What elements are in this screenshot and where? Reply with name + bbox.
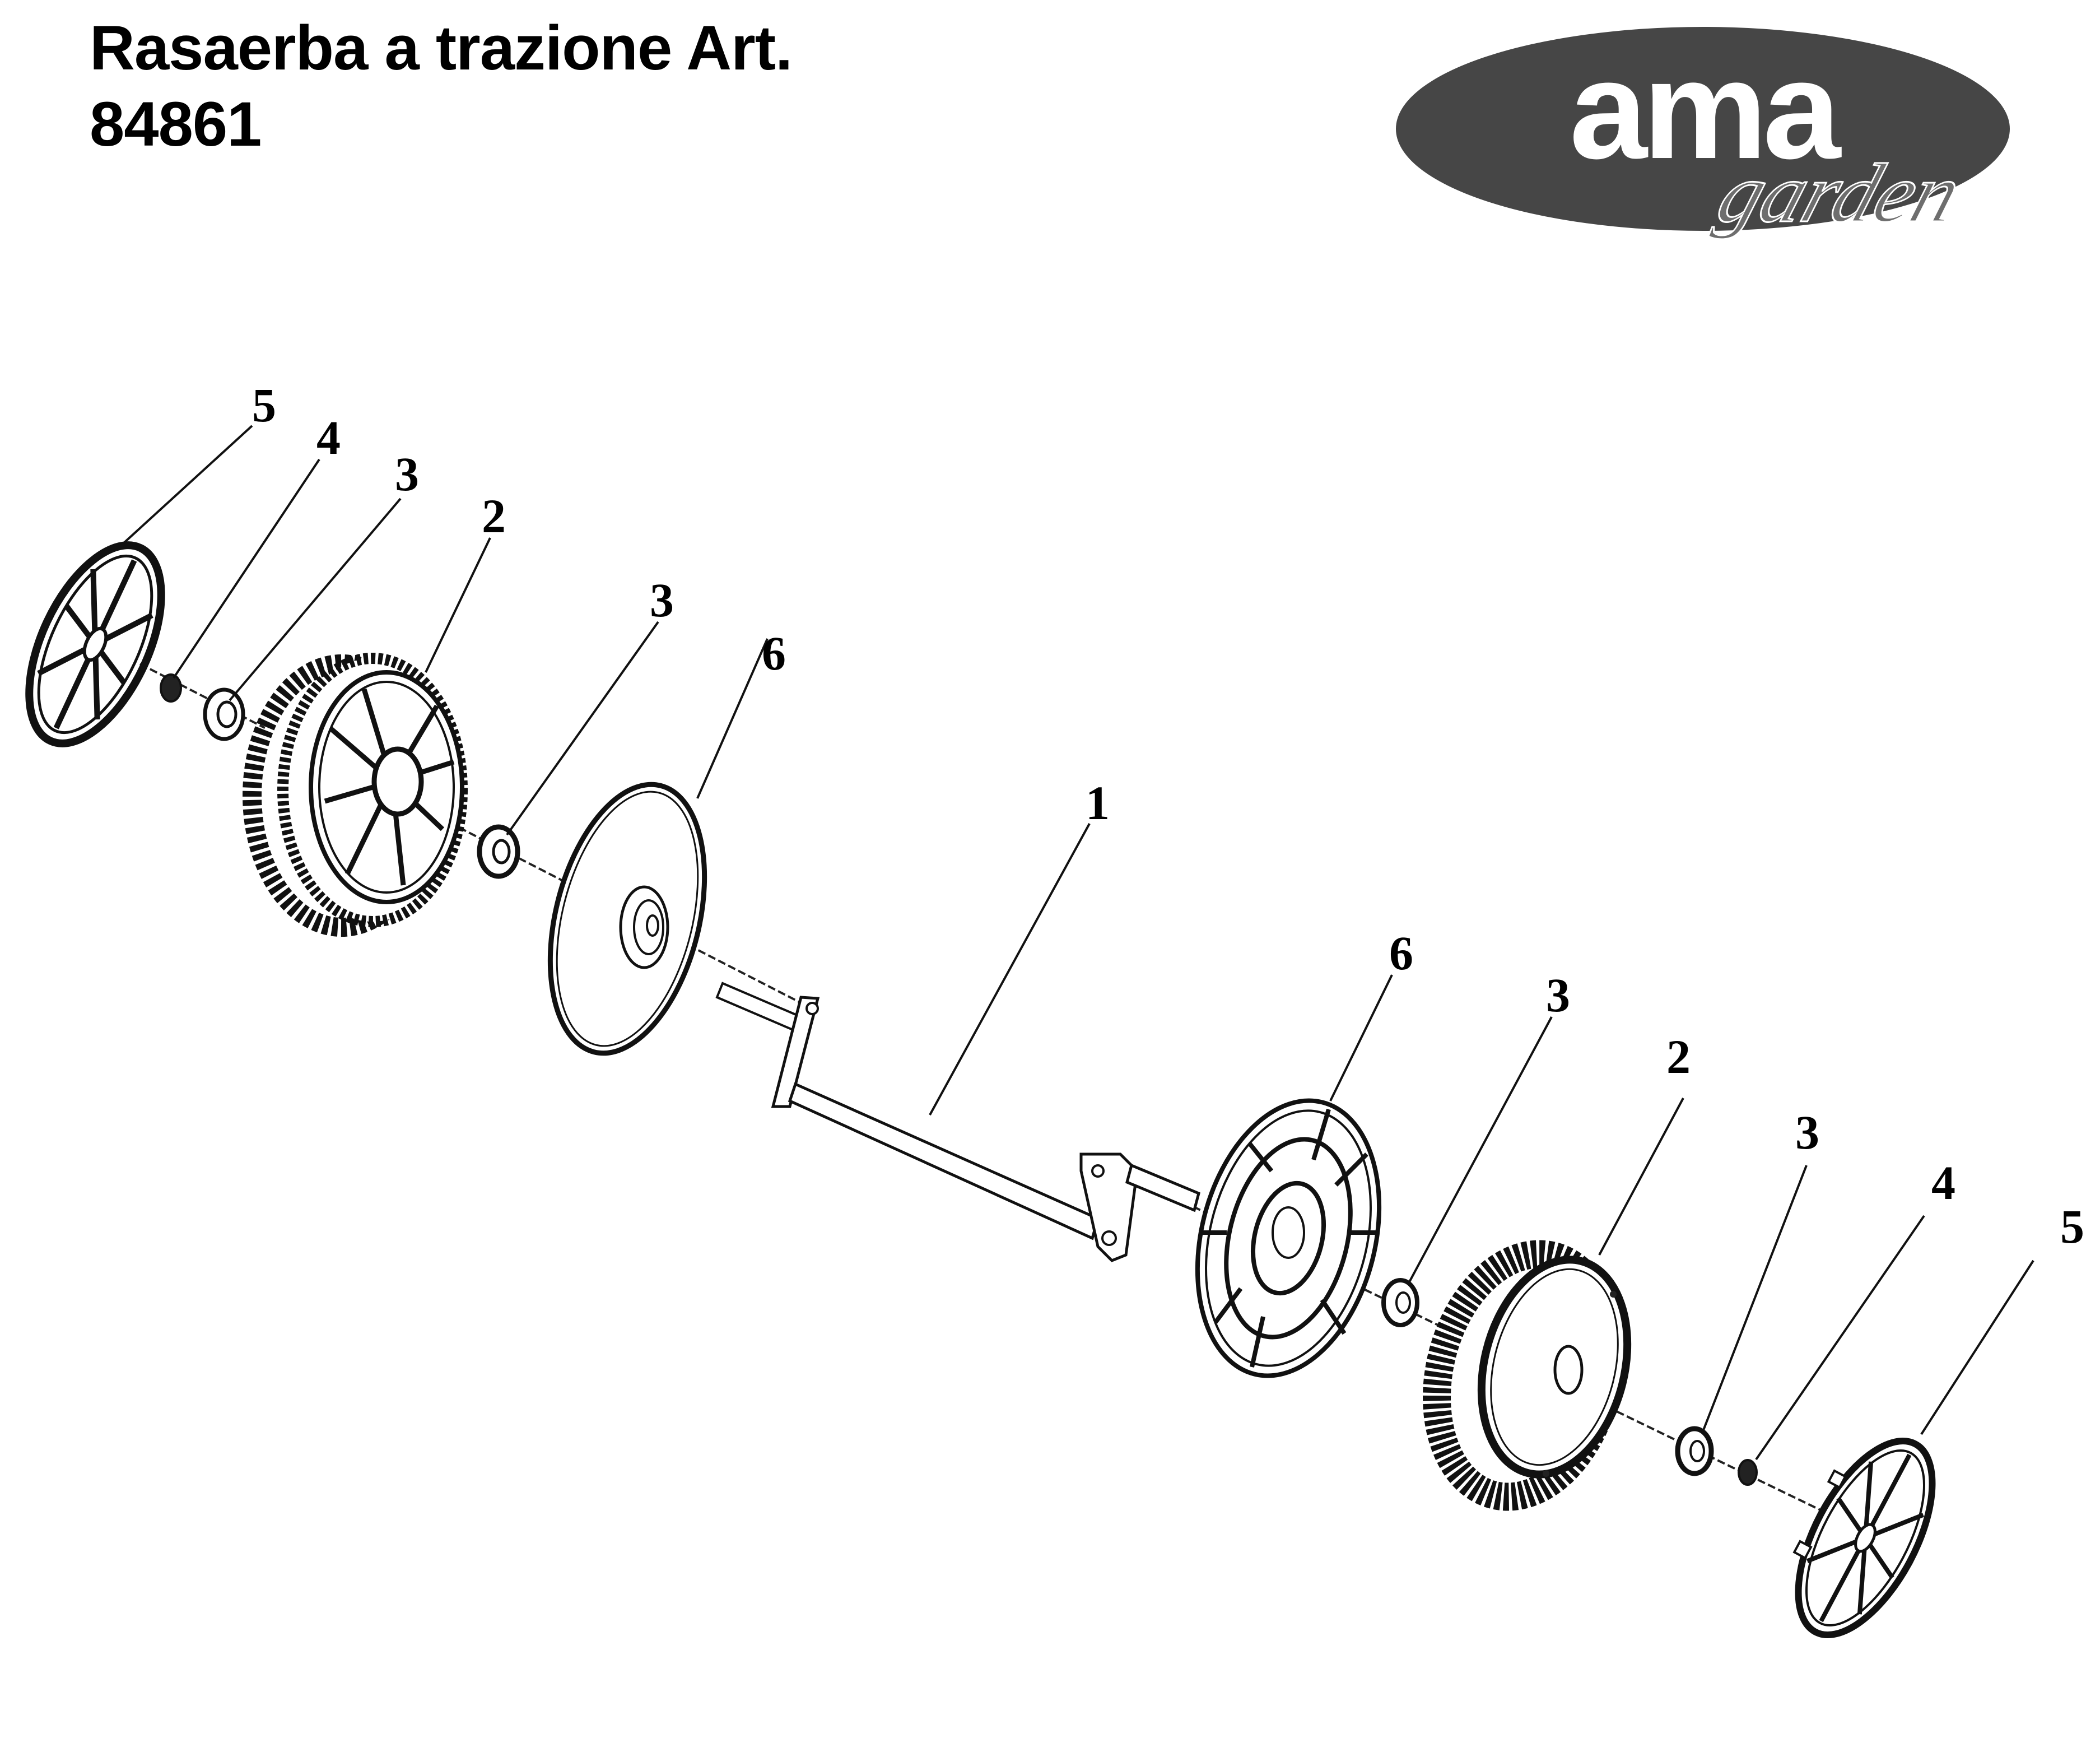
logo-ellipse bbox=[1396, 27, 2010, 231]
nut-left[interactable] bbox=[160, 673, 182, 703]
hubcap-left[interactable] bbox=[2, 526, 189, 764]
callout-labels: 5 4 3 2 3 6 1 6 3 2 3 4 5 bbox=[252, 378, 2084, 1253]
logo-sub-text: garden bbox=[1707, 147, 1972, 240]
title-line-1: Rasaerba a trazione Art. bbox=[90, 13, 793, 83]
callout-3-right-a: 3 bbox=[1546, 968, 1570, 1022]
callout-3-left-b: 3 bbox=[650, 573, 674, 627]
cover-disc-left[interactable] bbox=[525, 768, 730, 1069]
logo-brand-text: ama bbox=[1570, 31, 1842, 188]
bearing-right-outer[interactable] bbox=[1675, 1426, 1714, 1476]
axle[interactable] bbox=[715, 982, 1200, 1262]
callout-2-left: 2 bbox=[482, 489, 506, 543]
wheel-right[interactable] bbox=[1412, 1235, 1649, 1516]
bearing-left-outer[interactable] bbox=[203, 687, 245, 741]
callout-1: 1 bbox=[1086, 776, 1110, 830]
bearing-right-inner[interactable] bbox=[1381, 1278, 1419, 1327]
callout-2-right: 2 bbox=[1666, 1030, 1691, 1084]
title-line-2: 84861 bbox=[90, 89, 262, 159]
callout-4-right: 4 bbox=[1931, 1156, 1955, 1210]
callout-3-right-b: 3 bbox=[1795, 1105, 1819, 1159]
leader-lines bbox=[122, 425, 2034, 1461]
wheel-left[interactable] bbox=[243, 653, 468, 937]
callout-3-left-a: 3 bbox=[395, 447, 419, 501]
callout-5-right: 5 bbox=[2060, 1200, 2084, 1253]
hubcap-right[interactable] bbox=[1763, 1416, 1960, 1656]
callout-6-right: 6 bbox=[1389, 926, 1413, 980]
page-title: Rasaerba a trazione Art. 84861 bbox=[90, 10, 793, 162]
nut-right[interactable] bbox=[1738, 1459, 1758, 1486]
bearing-left-inner[interactable] bbox=[477, 824, 520, 879]
callout-6-left: 6 bbox=[762, 626, 786, 680]
callout-4-left: 4 bbox=[316, 411, 341, 464]
cover-disc-right[interactable] bbox=[1170, 1081, 1407, 1395]
ama-garden-logo: ama garden bbox=[1396, 27, 2010, 241]
callout-5-left: 5 bbox=[252, 378, 276, 432]
